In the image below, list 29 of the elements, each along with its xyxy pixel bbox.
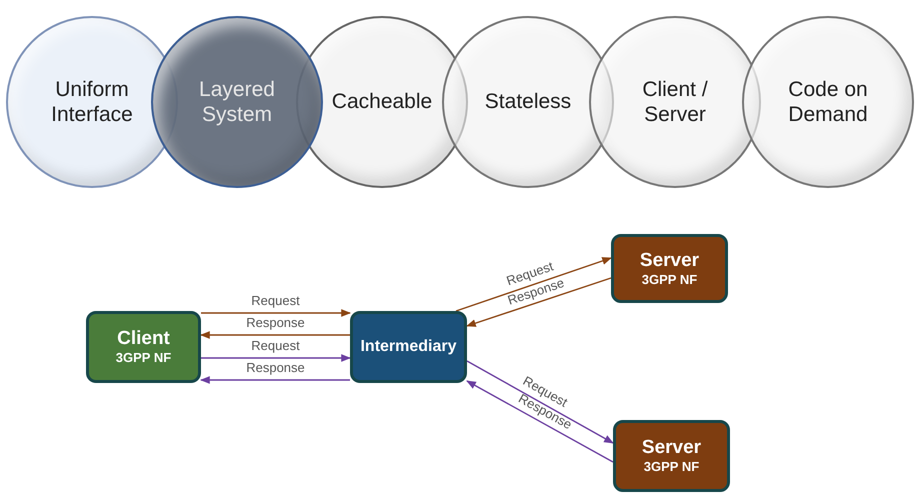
principle-label: Uniform Interface [50, 76, 134, 128]
node-subtitle: 3GPP NF [644, 459, 700, 475]
network-function-box [86, 311, 201, 383]
node-subtitle: 3GPP NF [116, 350, 172, 366]
arrow [200, 376, 350, 384]
principle-label: Cacheable [330, 89, 434, 115]
principle-label: Code on Demand [787, 76, 869, 128]
arrow [466, 380, 614, 463]
principle-label: Client / Server [641, 76, 709, 128]
arrow [466, 360, 614, 444]
arrow [201, 309, 351, 317]
node-subtitle: 3GPP NF [642, 272, 698, 288]
arrow [200, 331, 350, 339]
edge-label: Response [244, 316, 307, 330]
node-title: Server [642, 437, 702, 460]
arrow [456, 257, 612, 312]
principle-label: Stateless [484, 89, 572, 115]
node-title: Client [117, 328, 170, 350]
arrow [466, 277, 612, 327]
node-title: Intermediary [360, 338, 457, 356]
arrow [201, 354, 351, 362]
edge-label: Request [249, 338, 302, 354]
principle-label: Layered System [198, 76, 276, 128]
network-function-box [350, 311, 467, 383]
network-function-box [613, 420, 730, 492]
edge-label: Response [244, 360, 307, 376]
edge-label: Request [249, 294, 302, 308]
network-function-box [611, 234, 728, 303]
node-title: Server [640, 250, 700, 272]
